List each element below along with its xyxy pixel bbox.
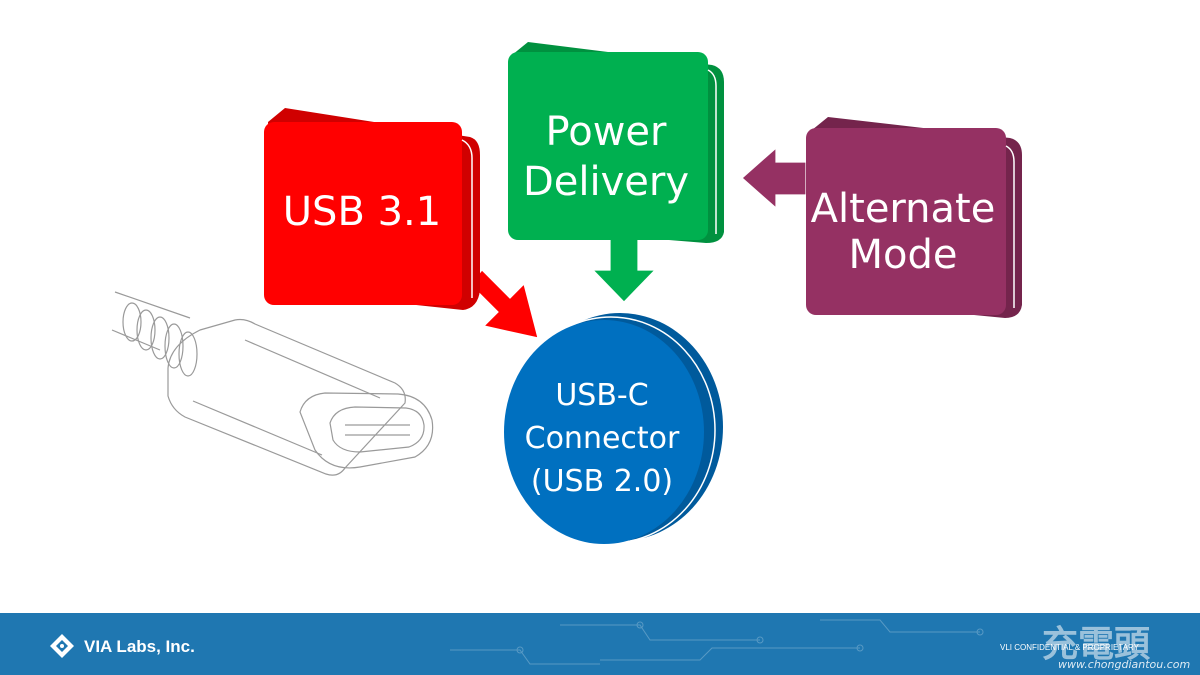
watermark-text: 充電頭 — [1042, 624, 1151, 665]
footer-bar: VIA Labs, Inc. VLI CONFIDENTIAL & PROPRI… — [0, 613, 1200, 675]
alternate-mode-label-line1: Alternate — [811, 186, 996, 232]
usb-c-connector-disc: USB-C Connector (USB 2.0) — [504, 313, 723, 544]
arrow-usb31-to-connector — [469, 269, 539, 339]
usb31-box: USB 3.1 — [264, 108, 480, 310]
confidential-notice: VLI CONFIDENTIAL & PROPRIETARY — [1000, 643, 1140, 652]
connector-label-line2: Connector — [525, 421, 680, 456]
via-labs-logo-icon — [50, 634, 74, 658]
arrow-power-to-connector — [591, 234, 657, 303]
power-delivery-label-line1: Power — [546, 109, 667, 155]
power-delivery-box: Power Delivery — [508, 42, 724, 243]
circuit-pattern — [450, 619, 984, 665]
power-delivery-label-line2: Delivery — [523, 159, 689, 205]
company-name: VIA Labs, Inc. — [84, 637, 195, 656]
usb-c-cable-illustration — [111, 291, 434, 476]
alternate-mode-box: Alternate Mode — [806, 117, 1022, 318]
watermark-url: www.chongdiantou.com — [1058, 658, 1190, 671]
alternate-mode-label-line2: Mode — [849, 232, 958, 278]
usb31-label: USB 3.1 — [283, 189, 441, 235]
connector-label-line1: USB-C — [555, 378, 648, 413]
arrow-alternate-to-power — [741, 146, 807, 210]
connector-label-line3: (USB 2.0) — [531, 464, 673, 499]
